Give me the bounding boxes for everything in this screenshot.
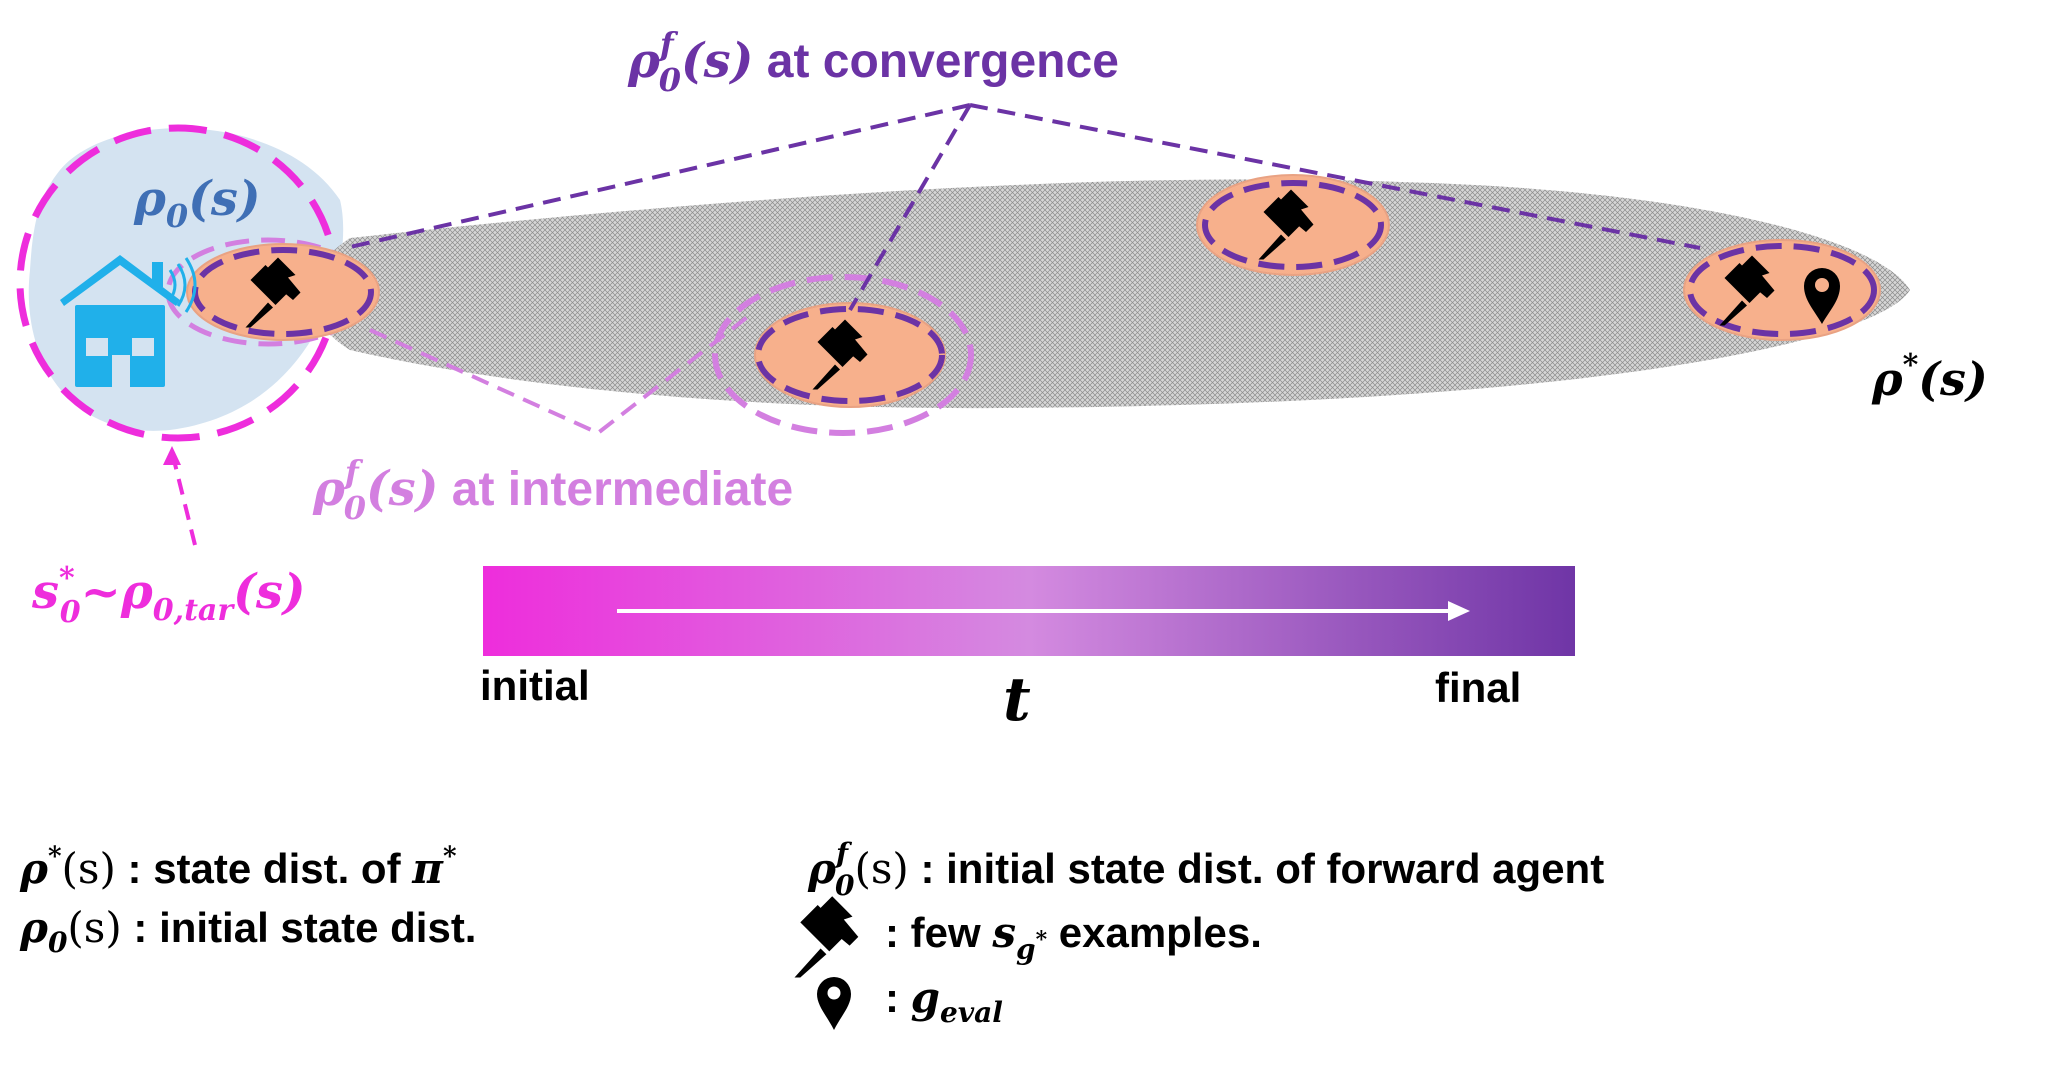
intermediate-ellipse-2 (712, 274, 974, 436)
state-distribution-region (312, 179, 1910, 409)
time-axis-label: t (1003, 665, 1031, 735)
convergence-ellipse-4 (1687, 243, 1877, 337)
time-arrow-head (1448, 601, 1470, 621)
signal-arcs-icon (168, 257, 197, 313)
arrow-icon (163, 446, 181, 465)
target-dist-label: s*0~ρ0,tar(s) (31, 561, 306, 630)
map-marker-icon (1804, 268, 1840, 324)
legend-pin: : few sg* examples. (885, 908, 1262, 966)
legend-pushpin-icon (794, 896, 859, 978)
example-region-4 (1683, 239, 1881, 341)
rhostar-label: ρ*(s) (1871, 348, 1988, 406)
convergence-ellipse-3 (1202, 180, 1384, 270)
legend-rhostar: ρ*(s) : state dist. of π* (19, 842, 457, 893)
rho0-label: ρ0(s) (133, 171, 261, 235)
convergence-connectors (349, 103, 1701, 312)
intermediate-connector (369, 313, 752, 436)
house-icon (60, 255, 180, 387)
legend-marker: : geval (885, 973, 1003, 1029)
target-pointer (170, 451, 197, 546)
convergence-ellipse-2 (755, 306, 945, 404)
time-final-label: final (1435, 664, 1521, 711)
legend-map-marker-icon (817, 977, 851, 1030)
legend-rho0: ρ0(s) : initial state dist. (19, 903, 476, 959)
time-initial-label: initial (480, 662, 590, 709)
